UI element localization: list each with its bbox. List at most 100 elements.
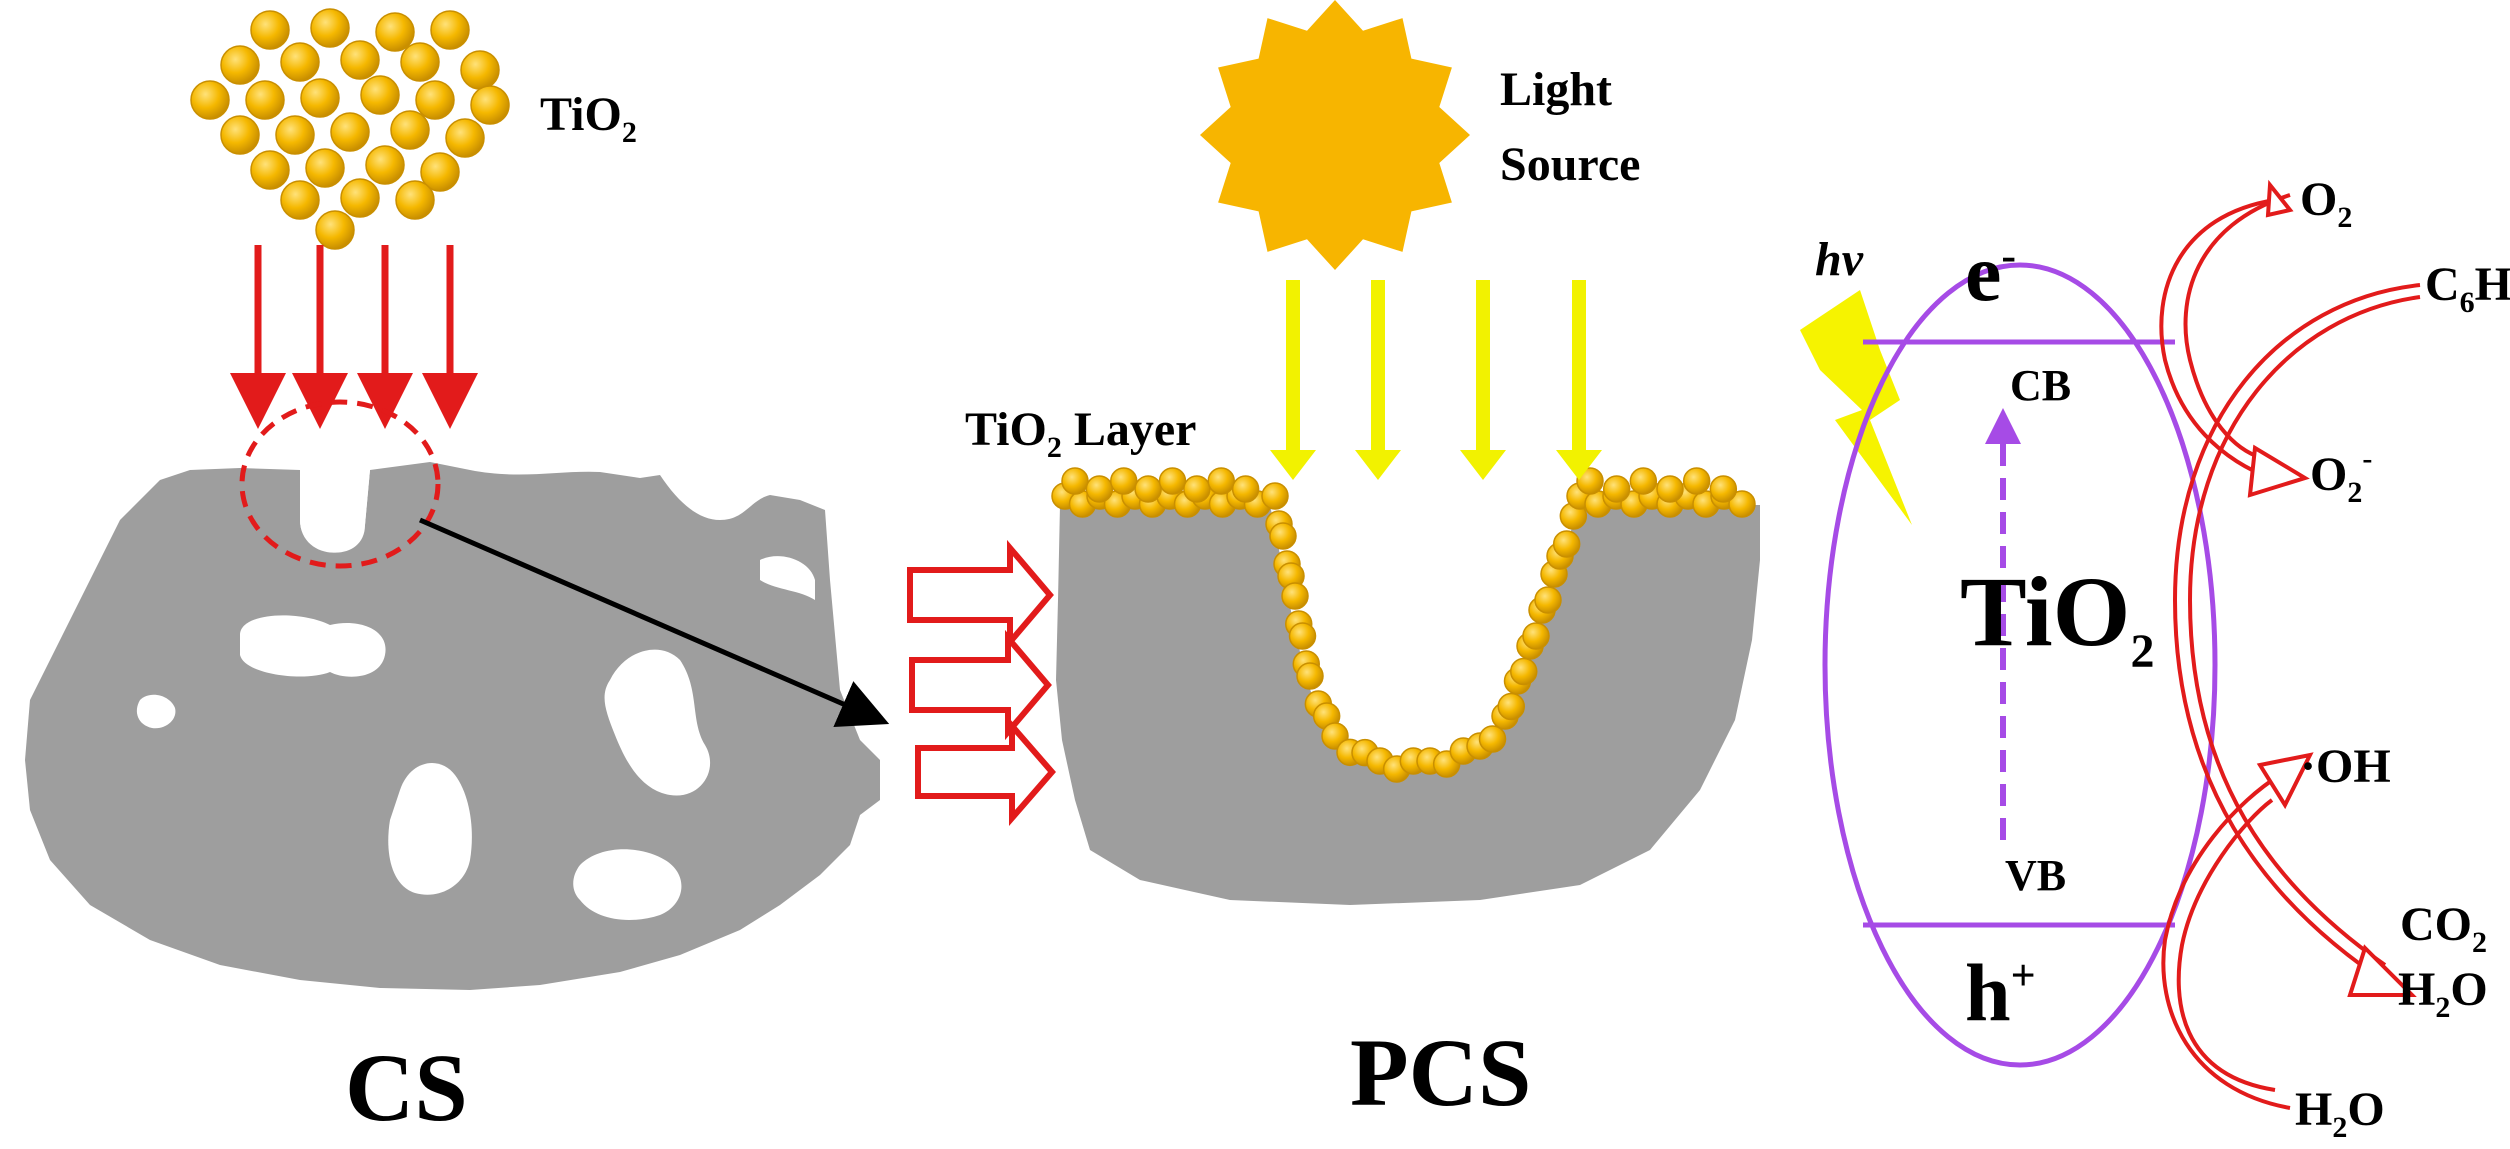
light-arrow — [1355, 280, 1401, 480]
tio2-particle — [445, 118, 485, 158]
arrowhead — [2265, 179, 2294, 218]
zoom-arrow — [419, 517, 890, 727]
superoxide-label: O2- — [2310, 442, 2372, 509]
tio2-particle — [1497, 692, 1525, 721]
tio2-particle — [1629, 467, 1658, 495]
light-arrow — [1460, 280, 1506, 480]
arrowhead — [2247, 444, 2310, 498]
cs-label: CS — [345, 1034, 468, 1141]
tio2-particle — [275, 115, 315, 155]
tio2-particle — [280, 180, 320, 220]
reduction-arrow — [2159, 198, 2276, 482]
tio2-particle — [1110, 467, 1138, 495]
tio2-particle — [460, 50, 500, 90]
tio2-particle — [245, 80, 285, 120]
tio2-particle — [415, 80, 455, 120]
tio2-particle — [375, 12, 415, 52]
tio2-particle — [310, 8, 350, 48]
hollow-arrow — [915, 717, 1056, 827]
electron-label: e- — [1965, 227, 2016, 318]
process-arrows — [907, 539, 1056, 827]
o2-label: O2 — [2300, 173, 2352, 234]
hollow-arrow — [907, 539, 1054, 651]
tio2-particle — [1085, 475, 1114, 503]
light-source-label-line1: Light — [1500, 63, 1612, 116]
pcs-label: PCS — [1350, 1019, 1531, 1126]
hollow-arrow — [909, 629, 1052, 741]
tio2-particle — [340, 178, 380, 218]
light-source-label-line2: Source — [1500, 138, 1640, 191]
tio2-particle — [1158, 467, 1187, 495]
lightning-icon — [1800, 290, 1912, 525]
arrowhead — [2347, 944, 2417, 997]
tio2-particle — [250, 10, 290, 50]
tio2-layer-particles — [1051, 467, 1756, 783]
hydroxyl-arrow-outline — [2176, 798, 2276, 1092]
tio2-particle — [1261, 482, 1289, 510]
tio2-particles-label: TiO2 — [540, 88, 637, 149]
tio2-particle — [1552, 530, 1581, 558]
tio2-particle — [1281, 582, 1309, 610]
tio2-particle — [1682, 467, 1711, 495]
co2-label: CO2 — [2400, 898, 2487, 959]
tio2-particle — [300, 78, 340, 118]
tio2-particle — [1510, 657, 1538, 686]
reaction-arrows — [2159, 193, 2421, 1110]
tio2-particle — [395, 180, 435, 220]
h2o-reactant-label: H2O — [2295, 1083, 2385, 1144]
tio2-particle — [420, 152, 460, 192]
tio2-particle — [1296, 662, 1324, 690]
hole-label: h+ — [1965, 947, 2036, 1038]
tio2-particle — [1728, 490, 1756, 518]
tio2-particle — [1522, 622, 1550, 650]
tio2-particle — [1231, 475, 1260, 503]
tio2-particle-cluster — [190, 8, 510, 250]
arrowhead — [2256, 752, 2314, 810]
tio2-particle — [1576, 467, 1604, 495]
zoom-circle — [239, 399, 441, 569]
tio2-particle — [1061, 467, 1089, 495]
vb-label: VB — [2005, 851, 2066, 900]
tio2-center-label: TiO2 — [1960, 556, 2154, 678]
tio2-particle — [1478, 725, 1507, 753]
tio2-particle — [340, 40, 380, 80]
tio2-particle — [1183, 475, 1211, 503]
tio2-particle — [430, 10, 470, 50]
tio2-layer-label: TiO2 Layer — [965, 403, 1196, 464]
pcs-substrate — [1056, 505, 1760, 905]
oxidation-arrow-outline — [2187, 295, 2421, 967]
light-arrow — [1270, 280, 1316, 480]
light-arrow — [1556, 280, 1602, 480]
tio2-particle — [190, 80, 230, 120]
tio2-particle — [220, 115, 260, 155]
tio2-particle — [305, 148, 345, 188]
sun-icon — [1200, 0, 1470, 270]
tio2-particle — [400, 42, 440, 82]
tio2-particle — [1534, 586, 1562, 614]
tio2-particle — [360, 75, 400, 115]
tio2-particle — [1134, 475, 1162, 503]
h2o-product-label: H2O — [2398, 963, 2488, 1024]
deposition-arrows — [230, 245, 478, 429]
tio2-particle — [280, 42, 320, 82]
tio2-particle — [1656, 475, 1684, 503]
cb-label: CB — [2010, 361, 2071, 410]
tio2-particle — [1207, 467, 1235, 495]
tio2-particle — [470, 85, 510, 125]
hydroxyl-arrow — [2161, 773, 2291, 1110]
tio2-particle-ellipse — [1822, 262, 2218, 1068]
reduction-arrow-outline — [2183, 193, 2291, 460]
hv-label: hv — [1815, 233, 1864, 286]
tio2-particle — [1288, 622, 1317, 650]
hydroxyl-radical-label: ·OH — [2300, 740, 2391, 793]
tio2-particle — [1709, 475, 1738, 503]
tio2-particle — [250, 150, 290, 190]
c6h6-label: C6H6 — [2425, 258, 2510, 319]
tio2-particle — [1269, 522, 1297, 550]
tio2-particle — [315, 210, 355, 250]
oxidation-arrow — [2172, 283, 2421, 987]
tio2-particle — [390, 110, 430, 150]
tio2-particle — [220, 45, 260, 85]
cs-substrate — [25, 462, 880, 990]
